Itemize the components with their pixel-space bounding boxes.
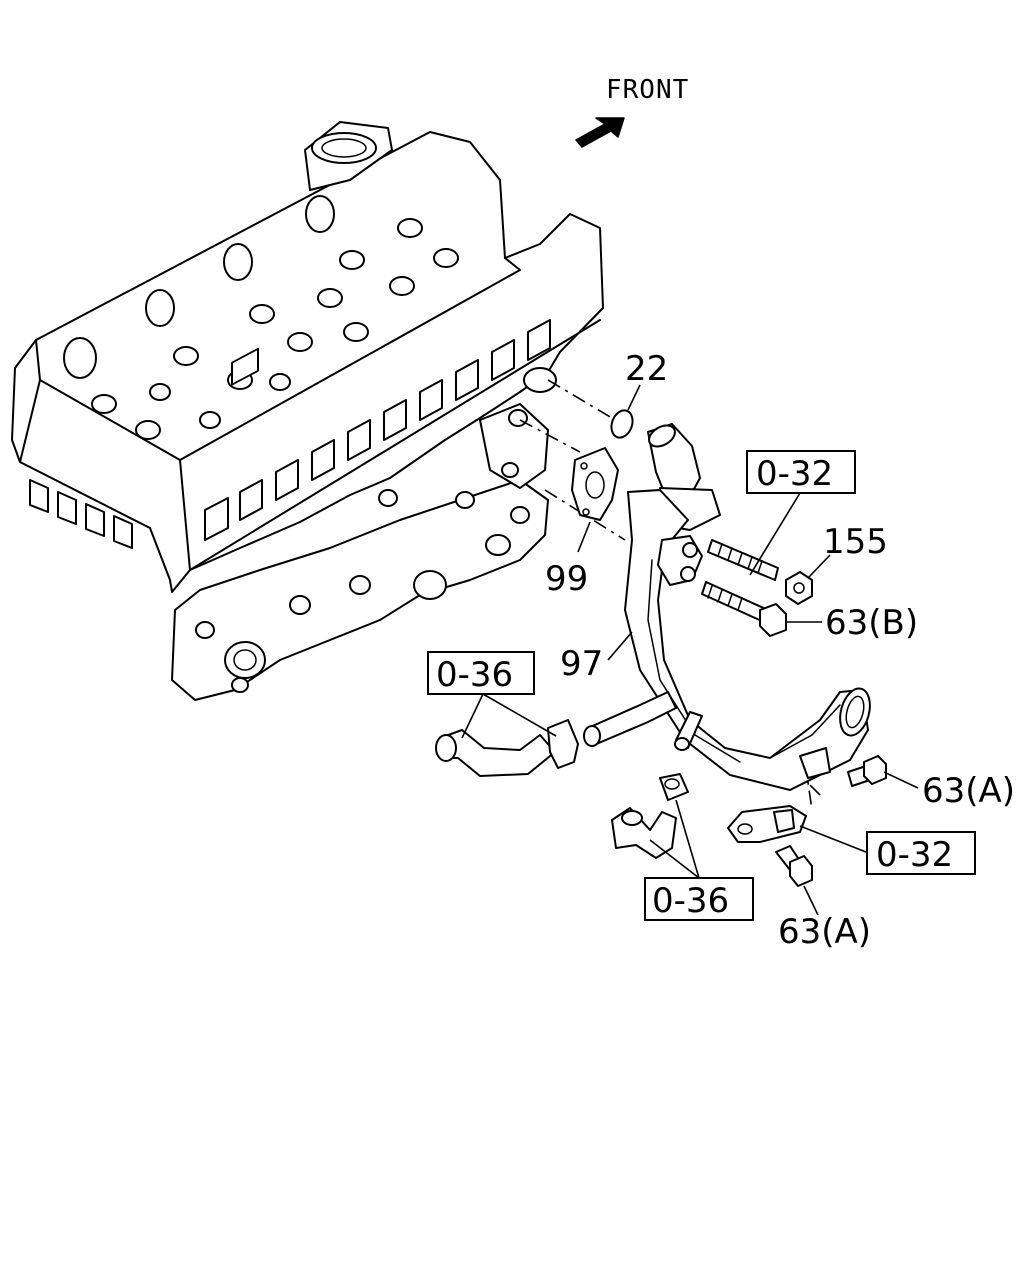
ref-box-bottom: 0-36 — [644, 799, 754, 921]
alignment-line-gasket — [519, 419, 581, 453]
hose-bottom — [611, 773, 689, 859]
cylinder-head — [11, 121, 604, 701]
ref-top-label: 0-32 — [756, 454, 833, 494]
front-indicator: FRONT — [575, 75, 689, 148]
ref-right-label: 0-32 — [876, 835, 953, 875]
bolt-63b: 63(B) — [701, 581, 918, 643]
o-ring-22: 22 — [610, 349, 668, 439]
front-label: FRONT — [606, 75, 689, 105]
front-arrow-icon — [575, 117, 625, 148]
callout-water-pipe: 97 — [560, 644, 603, 684]
bolt-63a-bottom: 63(A) — [775, 845, 871, 952]
alignment-line-gasket-lower — [544, 489, 626, 541]
bolt-63a-right: 63(A) — [847, 755, 1015, 811]
callout-stud: 155 — [823, 522, 888, 562]
ref-left-label: 0-36 — [436, 655, 513, 695]
ref-box-left: 0-36 — [427, 651, 557, 739]
ref-box-right: 0-32 — [866, 831, 976, 875]
water-pipe-97: 97 — [560, 423, 871, 791]
stud-155: 155 — [707, 522, 888, 605]
callout-gasket: 99 — [545, 559, 588, 599]
gasket-99: 99 — [545, 447, 619, 599]
alignment-line-oring — [547, 379, 613, 419]
bracket-plate — [727, 805, 867, 853]
callout-o-ring: 22 — [625, 349, 668, 389]
callout-bolt-a-right: 63(A) — [922, 771, 1015, 811]
callout-bolt-b: 63(B) — [825, 603, 918, 643]
ref-box-top: 0-32 — [746, 450, 856, 576]
ref-bottom-label: 0-36 — [652, 881, 729, 921]
hose-left — [435, 719, 579, 777]
callout-bolt-a-bottom: 63(A) — [778, 912, 871, 952]
